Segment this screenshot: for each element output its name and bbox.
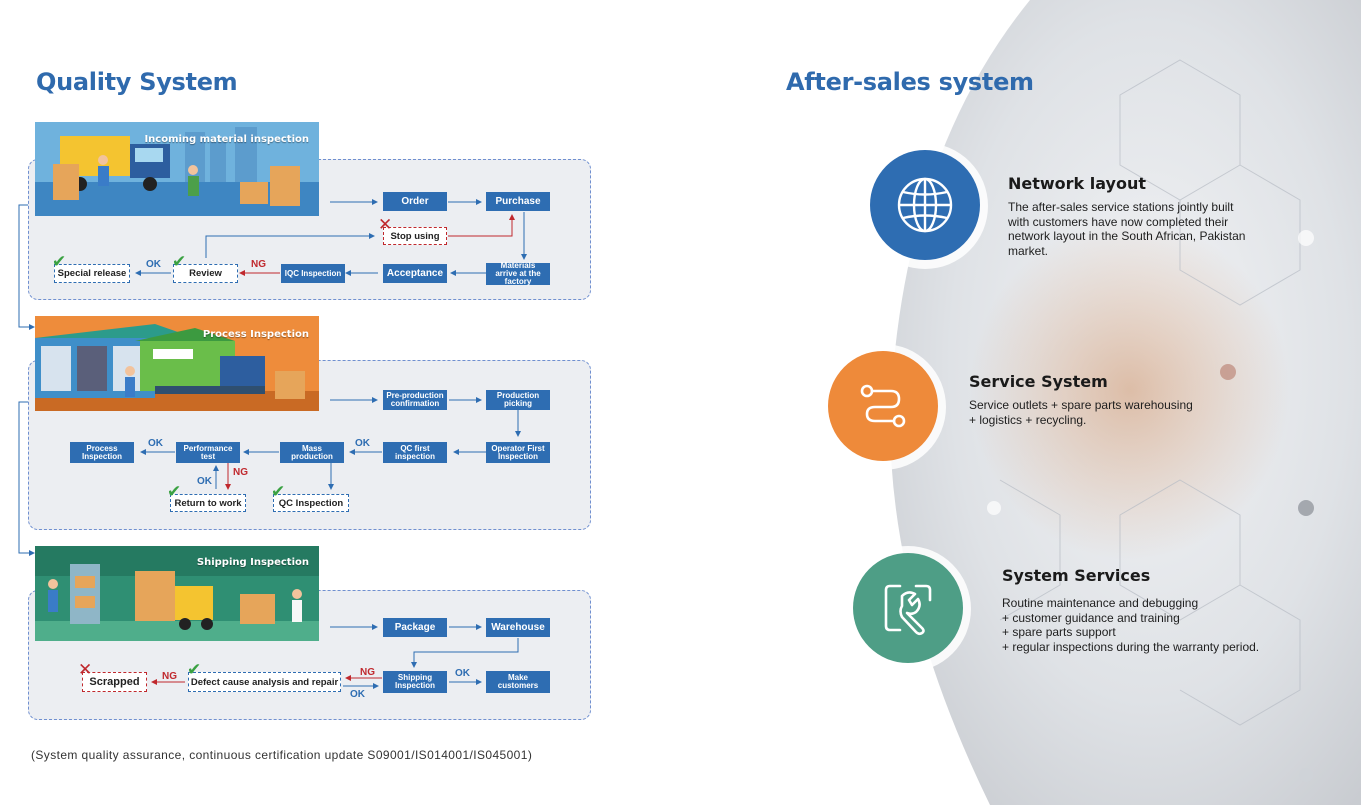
network-layout-title: Network layout	[1008, 174, 1147, 193]
materials-arrive-box: Materials arrive at the factory	[486, 262, 550, 286]
quality-system-title: Quality System	[36, 68, 238, 96]
banner-title: Incoming material inspection	[144, 134, 309, 145]
warehouse-scene-illustration	[35, 546, 319, 641]
defect-analysis-box: Defect cause analysis and repair	[188, 672, 341, 692]
operator-first-inspection-box: Operator First Inspection	[486, 442, 550, 463]
mass-production-box: Mass production	[280, 442, 344, 463]
ng-label: NG	[233, 467, 248, 478]
system-services-title: System Services	[1002, 566, 1151, 585]
warehouse-box: Warehouse	[486, 618, 550, 637]
handshake-background-art	[890, 0, 1361, 805]
route-icon	[860, 384, 906, 428]
make-customers-box: Make customers	[486, 671, 550, 693]
globe-icon	[897, 177, 953, 233]
services-icon-circle	[853, 553, 963, 663]
ng-label: NG	[251, 259, 266, 270]
acceptance-box: Acceptance	[383, 264, 447, 283]
cross-icon: ✕	[78, 660, 93, 679]
service-system-title: Service System	[969, 372, 1108, 391]
truck-scene-illustration	[35, 122, 319, 216]
ok-label: OK	[455, 668, 470, 679]
certification-footnote: (System quality assurance, continuous ce…	[31, 748, 533, 762]
special-release-box: Special release	[54, 264, 130, 283]
performance-test-box: Performance test	[176, 442, 240, 463]
ok-label: OK	[148, 438, 163, 449]
process-inspection-banner: Process Inspection	[35, 316, 319, 411]
banner-title: Shipping Inspection	[196, 557, 309, 568]
shipping-inspection-box: Shipping Inspection	[383, 671, 447, 693]
production-picking-box: Production picking	[486, 390, 550, 410]
system-services-text: Routine maintenance and debugging + cust…	[1002, 596, 1260, 654]
factory-scene-illustration	[35, 316, 319, 411]
stop-using-box: Stop using	[383, 227, 447, 245]
banner-title: Process Inspection	[202, 329, 309, 340]
return-to-work-box: Return to work	[170, 494, 246, 512]
check-icon: ✔	[167, 482, 182, 501]
pre-production-box: Pre-production confirmation	[383, 390, 447, 410]
ok-label: OK	[355, 438, 370, 449]
check-icon: ✔	[172, 252, 187, 271]
qc-first-inspection-box: QC first inspection	[383, 442, 447, 463]
scrapped-box: Scrapped	[82, 672, 147, 692]
shipping-inspection-banner: Shipping Inspection	[35, 546, 319, 641]
network-icon-circle	[870, 150, 980, 260]
ng-label: NG	[162, 671, 177, 682]
ok-label: OK	[146, 259, 161, 270]
qc-inspection-box: QC Inspection	[273, 494, 349, 512]
check-icon: ✔	[271, 482, 286, 501]
process-inspection-box: Process Inspection	[70, 442, 134, 463]
service-icon-circle	[828, 351, 938, 461]
incoming-inspection-banner: Incoming material inspection	[35, 122, 319, 216]
order-box: Order	[383, 192, 447, 211]
ok-label: OK	[350, 689, 365, 700]
package-box: Package	[383, 618, 447, 637]
purchase-box: Purchase	[486, 192, 550, 211]
network-layout-text: The after-sales service stations jointly…	[1008, 200, 1246, 258]
after-sales-title: After-sales system	[786, 68, 1034, 96]
handshake-background	[880, 0, 1361, 805]
check-icon: ✔	[187, 660, 202, 679]
wrench-icon	[884, 584, 932, 636]
service-system-text: Service outlets + spare parts warehousin…	[969, 398, 1193, 427]
check-icon: ✔	[52, 252, 67, 271]
iqc-inspection-box: IQC Inspection	[281, 264, 345, 283]
ok-label: OK	[197, 476, 212, 487]
review-box: Review	[173, 264, 238, 283]
ng-label: NG	[360, 667, 375, 678]
cross-icon: ✕	[378, 215, 393, 234]
